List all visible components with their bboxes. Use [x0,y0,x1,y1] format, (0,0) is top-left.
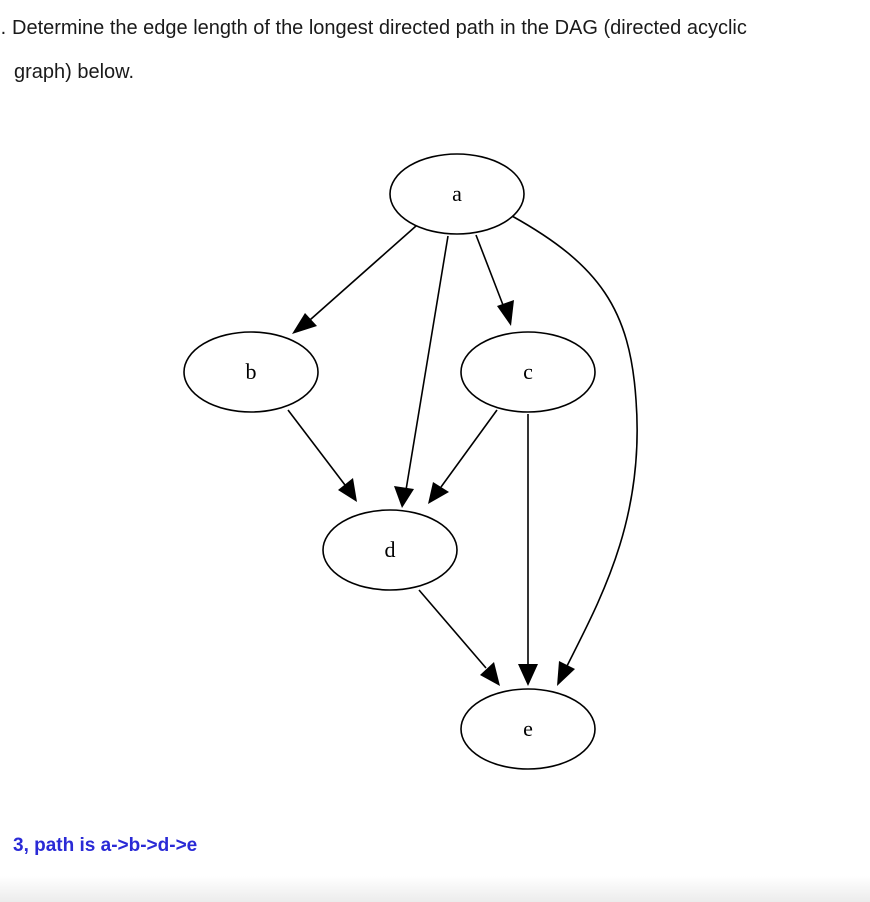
nodes: a b c d e [183,153,596,770]
node-a-label: a [452,181,462,206]
edge-b-d [287,409,346,486]
edge-a-c [475,234,504,306]
answer-text: 3, path is a->b->d->e [13,835,198,856]
node-c: c [460,331,596,413]
edge-c-d-arrowhead [428,482,449,504]
node-d: d [322,509,458,591]
edge-a-b [301,225,417,328]
edge-a-e-arrowhead [557,661,575,686]
edge-d-e [418,589,487,669]
edge-a-e [511,215,638,669]
edge-d-e-arrowhead [480,662,500,686]
node-a: a [389,153,525,235]
edge-a-d [405,235,449,491]
edge-a-b-arrowhead [292,313,317,334]
question-line-1: Determine the edge length of the longest… [12,17,747,39]
bottom-fade [0,876,870,902]
edge-a-c-arrowhead [497,300,514,326]
edge-a-d-arrowhead [394,486,414,508]
node-b: b [183,331,319,413]
edge-c-e-arrowhead [518,664,538,686]
node-e-label: e [523,716,533,741]
question-text: -. Determine the edge length of the long… [0,6,860,94]
question-number: -. [0,17,7,39]
node-c-label: c [523,359,533,384]
question-line-2: graph) below. [14,61,135,83]
node-b-label: b [246,359,257,384]
edges [287,215,638,686]
edge-c-d [440,409,498,488]
node-d-label: d [385,537,396,562]
edge-b-d-arrowhead [338,478,357,502]
node-e: e [460,688,596,770]
